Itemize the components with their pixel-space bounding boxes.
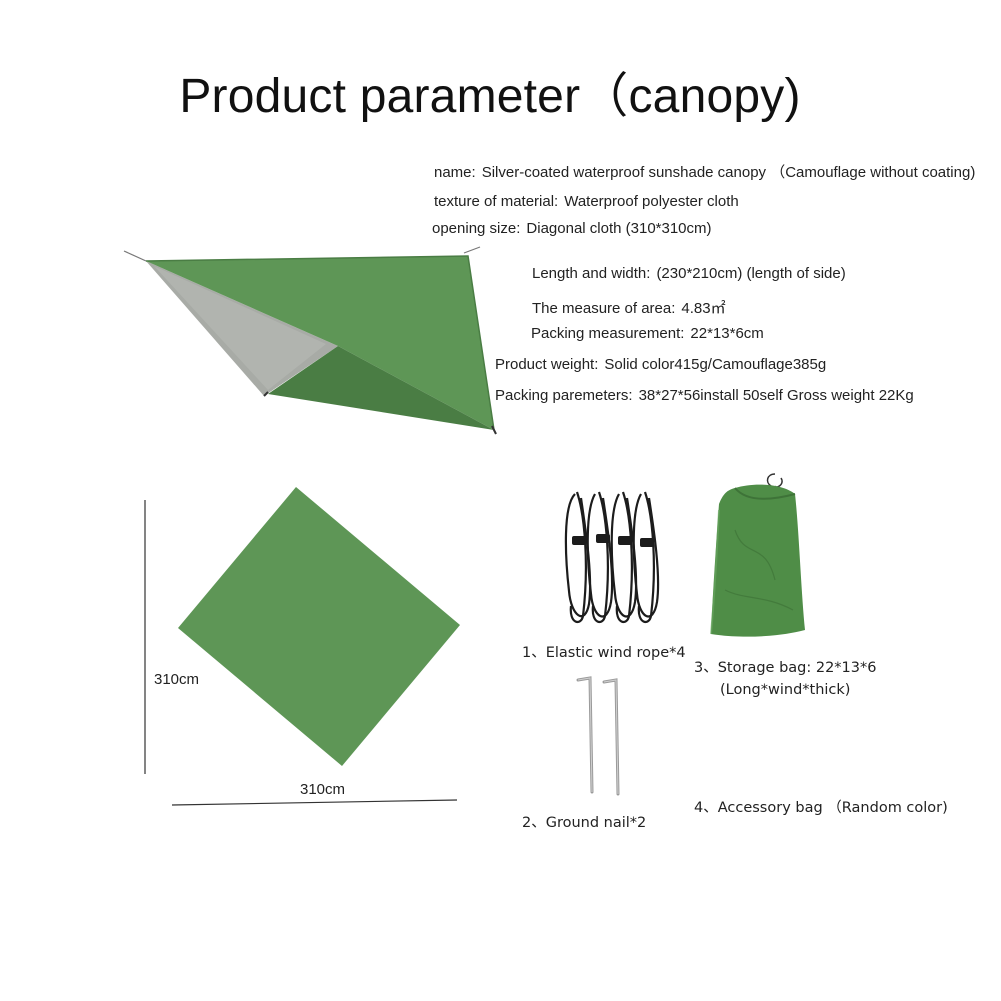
spec-area: The measure of area: 4.83㎡ <box>532 297 726 318</box>
spec-length-label: Length and width: <box>532 265 651 282</box>
accessory-bag-label: 4、Accessory bag （Random color) <box>694 800 948 816</box>
wind-rope-image <box>564 491 660 624</box>
spec-area-value: 4.83㎡ <box>681 300 726 317</box>
width-dimension-line <box>171 799 458 806</box>
spec-packing: Packing measurement: 22*13*6cm <box>531 325 764 342</box>
spec-length: Length and width: (230*210cm) (length of … <box>532 265 846 282</box>
spec-material: texture of material: Waterproof polyester… <box>434 193 739 210</box>
storage-bag-subtext: (Long*wind*thick) <box>720 682 851 698</box>
spec-packing-label: Packing measurement: <box>531 325 685 342</box>
spec-packparams-value: 38*27*56install 50self Gross weight 22Kg <box>638 387 914 404</box>
spec-packparams-label: Packing paremeters: <box>495 387 633 404</box>
spec-name-label: name: <box>434 164 476 181</box>
spec-material-value: Waterproof polyester cloth <box>564 193 739 210</box>
page-title: Product parameter（canopy) <box>179 70 801 123</box>
spec-opening: opening size: Diagonal cloth (310*310cm) <box>432 220 712 237</box>
spec-packing-value: 22*13*6cm <box>690 325 764 342</box>
accessory-storage-bag-label: 3、Storage bag: 22*13*6 (Long*wind*thick) <box>694 657 876 701</box>
storage-bag-text: 3、Storage bag: 22*13*6 <box>694 660 877 676</box>
width-dimension-label: 310cm <box>300 781 346 798</box>
spec-name: name: Silver-coated waterproof sunshade c… <box>434 161 975 182</box>
spec-weight: Product weight: Solid color415g/Camouflag… <box>495 356 826 373</box>
spec-area-label: The measure of area: <box>532 300 676 317</box>
storage-bag-image <box>710 473 805 637</box>
canopy-flat-diagram <box>144 487 460 806</box>
canopy-pitched-image <box>123 246 497 435</box>
ground-nail-image <box>576 676 620 796</box>
spec-weight-label: Product weight: <box>495 356 599 373</box>
spec-weight-value: Solid color415g/Camouflage385g <box>604 356 827 373</box>
spec-opening-value: Diagonal cloth (310*310cm) <box>526 220 712 237</box>
spec-name-value: Silver-coated waterproof sunshade canopy… <box>481 164 976 181</box>
spec-opening-label: opening size: <box>432 220 521 237</box>
spec-material-label: texture of material: <box>434 193 559 210</box>
spec-packparams: Packing paremeters: 38*27*56install 50sel… <box>495 387 914 404</box>
accessory-ground-nail-label: 2、Ground nail*2 <box>522 815 647 831</box>
spec-length-value: (230*210cm) (length of side) <box>656 265 846 282</box>
height-dimension-label: 310cm <box>154 671 200 688</box>
accessory-wind-rope-label: 1、Elastic wind rope*4 <box>522 645 686 661</box>
